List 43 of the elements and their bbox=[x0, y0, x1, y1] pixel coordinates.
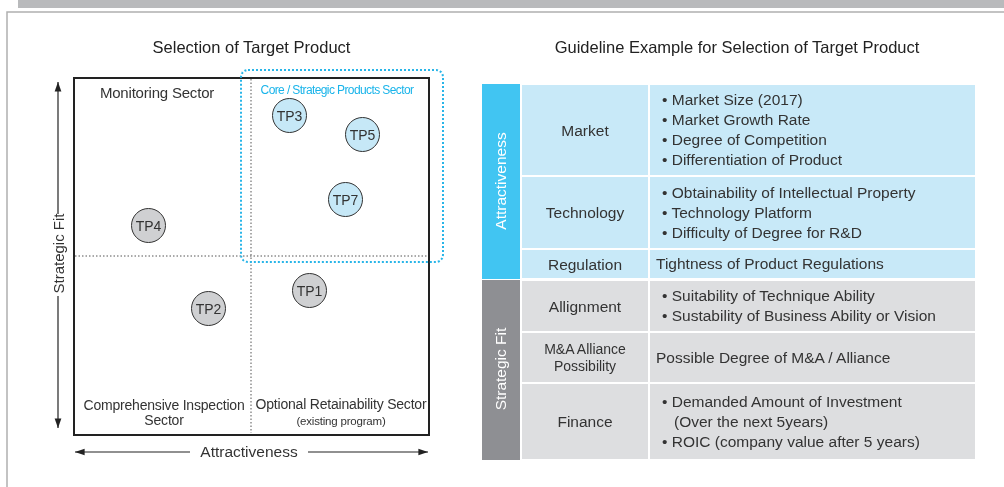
details-cell: Tightness of Product Regulations bbox=[650, 250, 975, 278]
product-circle bbox=[345, 117, 380, 152]
axis-label: Strategic Fit bbox=[49, 212, 67, 296]
product-circle bbox=[131, 208, 166, 243]
bullet-item: • Differentiation of Product bbox=[662, 150, 843, 170]
criterion-cell: M&A Alliance Possibility bbox=[522, 333, 648, 382]
product-label: TP2 bbox=[195, 300, 222, 317]
product-label: TP4 bbox=[135, 217, 162, 234]
axis-label: Attractiveness bbox=[199, 443, 299, 461]
sector-label: Optional Retainability Sector bbox=[255, 397, 427, 412]
criterion-cell: Technology bbox=[522, 177, 648, 248]
bullet-item: • Demanded Amount of Investment (Over the next 5years) bbox=[662, 391, 903, 432]
product-label: TP7 bbox=[332, 191, 359, 208]
bullet-item: • Suitability of Technique Ability bbox=[662, 286, 876, 306]
product-label: TP1 bbox=[296, 282, 323, 299]
bullet-item: • Obtainability of Intellectual Property bbox=[662, 182, 916, 203]
bullet-item: • ROIC (company value after 5 years) bbox=[662, 431, 921, 452]
highlight-zone bbox=[240, 69, 444, 263]
sector-label: (existing program) bbox=[295, 415, 387, 428]
bullet-item: • Sustability of Business Ability or Vision bbox=[662, 306, 936, 326]
criterion-cell: Allignment bbox=[522, 281, 648, 331]
bullet-item: • Degree of Competition bbox=[662, 130, 828, 150]
product-circle bbox=[328, 182, 363, 217]
criterion-cell: Finance bbox=[522, 384, 648, 459]
bullet-item: • Difficulty of Degree for R&D bbox=[662, 222, 863, 243]
product-circle bbox=[272, 98, 307, 133]
category-label: Attractiveness bbox=[492, 130, 510, 232]
sector-label: Monitoring Sector bbox=[98, 85, 216, 101]
sector-title: Core / Strategic Products Sector bbox=[259, 84, 415, 97]
chart-heading: Selection of Target Product bbox=[151, 38, 352, 57]
bullet-item: • Market Growth Rate bbox=[662, 110, 812, 130]
category-label: Strategic Fit bbox=[492, 326, 510, 413]
details-cell: Possible Degree of M&A / Alliance bbox=[650, 333, 975, 382]
bullet-item: • Market Size (2017) bbox=[662, 90, 804, 110]
criterion-cell: Market bbox=[522, 85, 648, 175]
chart-heading: Guideline Example for Selection of Target Product bbox=[553, 38, 921, 57]
criterion-cell: Regulation bbox=[522, 250, 648, 278]
product-circle bbox=[191, 291, 226, 326]
product-circle bbox=[292, 273, 327, 308]
sector-label: Comprehensive Inspection Sector bbox=[82, 398, 246, 428]
product-label: TP5 bbox=[349, 126, 376, 143]
product-label: TP3 bbox=[276, 107, 303, 124]
bullet-item: • Technology Platform bbox=[662, 202, 813, 223]
